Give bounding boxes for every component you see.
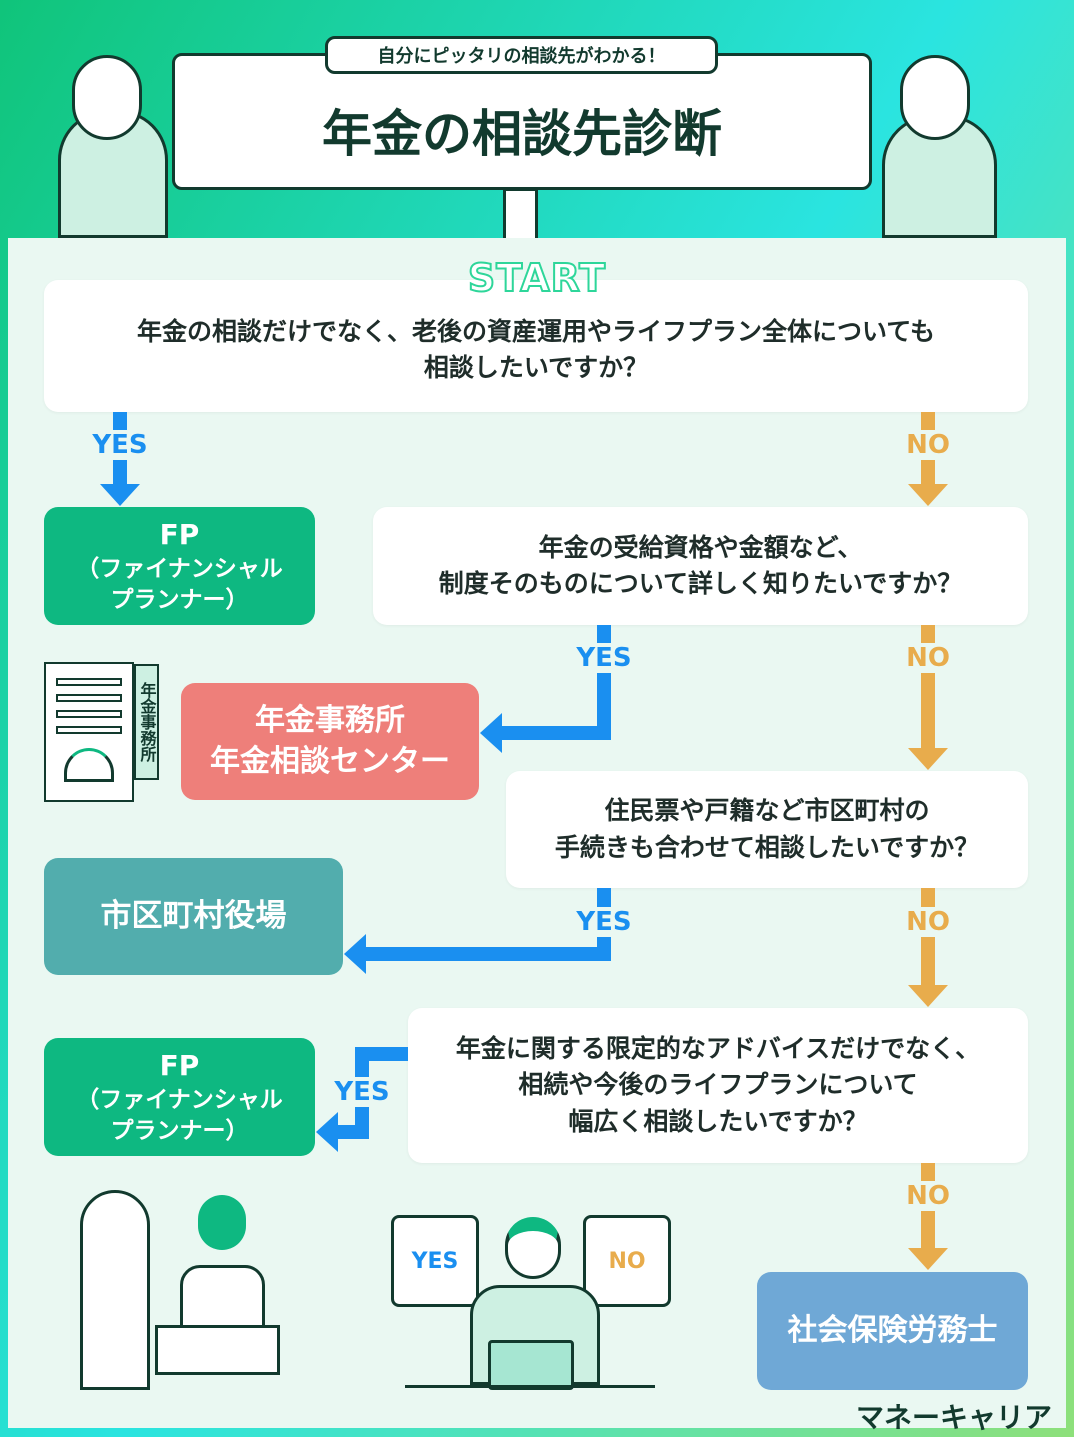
building-icon bbox=[44, 662, 134, 802]
question-text: 幅広く相談したいですか？ bbox=[568, 1106, 868, 1136]
yes-arrow-head bbox=[480, 713, 502, 753]
result-city-hall: 市区町村役場 bbox=[44, 858, 343, 975]
question-text: 相談したいですか？ bbox=[423, 353, 649, 382]
result-title: FP bbox=[159, 518, 200, 552]
yes-label: YES bbox=[332, 1077, 392, 1107]
no-label: NO bbox=[904, 643, 952, 673]
yes-label: YES bbox=[574, 907, 634, 937]
start-label: START bbox=[467, 255, 607, 301]
woman-head-illustration bbox=[72, 55, 142, 140]
result-sub: プランナー） bbox=[110, 1117, 249, 1144]
yes-arrow-line bbox=[336, 1125, 369, 1139]
yes-label: YES bbox=[574, 643, 634, 673]
yes-arrow-head bbox=[316, 1112, 338, 1152]
question-text: 制度そのものについて詳しく知りたいですか？ bbox=[438, 569, 963, 598]
yes-card: YES bbox=[391, 1215, 479, 1307]
no-label: NO bbox=[904, 1181, 952, 1211]
no-arrow-line bbox=[921, 888, 935, 986]
no-arrow-head bbox=[908, 748, 948, 770]
result-sharoushi: 社会保険労務士 bbox=[757, 1272, 1028, 1390]
no-label: NO bbox=[904, 430, 952, 460]
question-2: 年金の受給資格や金額など、制度そのものについて詳しく知りたいですか？ bbox=[373, 507, 1028, 625]
question-1: 年金の相談だけでなく、老後の資産運用やライフプラン全体についても相談したいですか… bbox=[44, 280, 1028, 412]
no-arrow-head bbox=[908, 985, 948, 1007]
no-arrow-head bbox=[908, 1248, 948, 1270]
building-sign: 年金事務所 bbox=[134, 664, 159, 780]
question-text: 手続きも合わせて相談したいですか？ bbox=[554, 832, 980, 862]
yes-arrow-head bbox=[100, 484, 140, 506]
result-sub: プランナー） bbox=[110, 586, 249, 613]
result-fp-2: FP （ファイナンシャルプランナー） bbox=[44, 1038, 315, 1156]
yes-arrow-head bbox=[344, 934, 366, 974]
page-title: 年金の相談先診断 bbox=[172, 53, 872, 190]
result-pension-office: 年金事務所年金相談センター bbox=[181, 683, 479, 800]
no-label: NO bbox=[904, 907, 952, 937]
question-text: 相続や今後のライフプランについて bbox=[518, 1070, 918, 1100]
yes-arrow-line bbox=[500, 726, 611, 740]
question-text: 住民票や戸籍など市区町村の bbox=[604, 796, 930, 826]
brand-logo: マネーキャリア bbox=[855, 1401, 1052, 1434]
question-text: 年金の相談だけでなく、老後の資産運用やライフプラン全体についても bbox=[136, 316, 935, 346]
result-sub: （ファイナンシャル bbox=[76, 555, 283, 582]
no-arrow-head bbox=[908, 484, 948, 506]
result-title: 年金相談センター bbox=[210, 743, 450, 779]
question-text: 年金に関する限定的なアドバイスだけでなく、 bbox=[455, 1034, 981, 1064]
question-3: 住民票や戸籍など市区町村の手続きも合わせて相談したいですか？ bbox=[506, 771, 1028, 888]
result-sub: （ファイナンシャル bbox=[76, 1086, 283, 1113]
consultation-illustration bbox=[80, 1190, 280, 1390]
question-text: 年金の受給資格や金額など、 bbox=[538, 532, 863, 562]
yes-arrow-line bbox=[364, 947, 611, 961]
man-head-illustration bbox=[900, 55, 970, 140]
yes-no-man-illustration: YES NO bbox=[391, 1215, 671, 1390]
yes-label: YES bbox=[90, 430, 150, 460]
result-title: 年金事務所 bbox=[255, 703, 405, 738]
sign-post bbox=[503, 188, 538, 238]
result-title: FP bbox=[159, 1049, 200, 1083]
page-subtitle: 自分にピッタリの相談先がわかる！ bbox=[325, 36, 718, 74]
question-4: 年金に関する限定的なアドバイスだけでなく、相続や今後のライフプランについて幅広く… bbox=[408, 1008, 1028, 1163]
result-fp: FP （ファイナンシャルプランナー） bbox=[44, 507, 315, 625]
no-card: NO bbox=[583, 1215, 671, 1307]
